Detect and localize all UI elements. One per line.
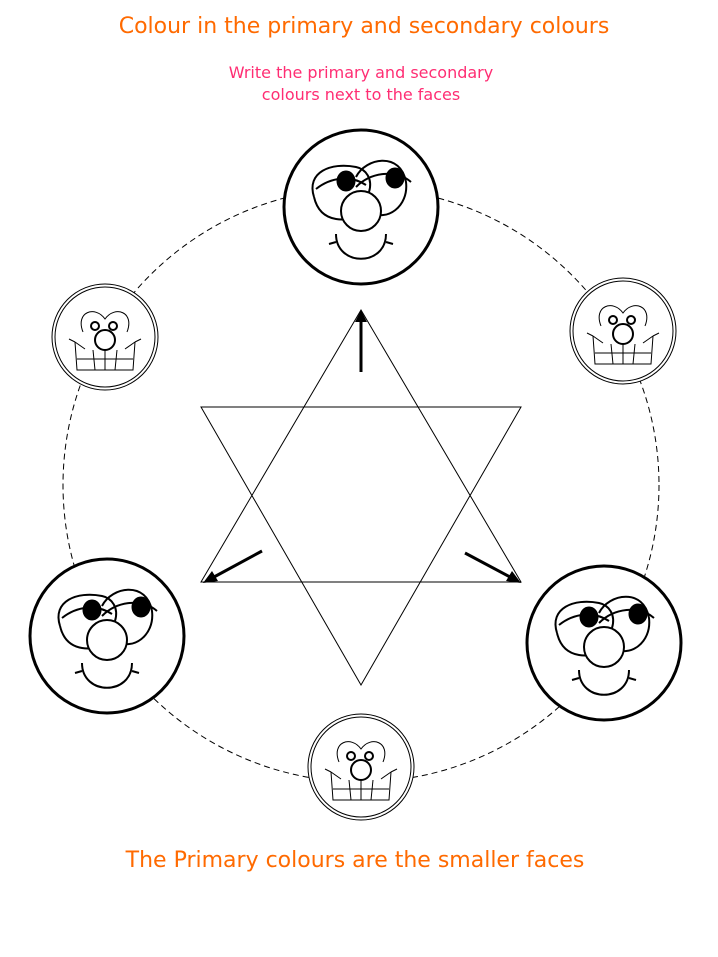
secondary-face-bottom-left — [28, 557, 186, 715]
arrow-left-head — [203, 571, 218, 583]
primary-face-bottom — [307, 713, 415, 821]
arrows — [203, 310, 521, 583]
secondary-face-top — [282, 128, 440, 286]
secondary-face-bottom-right — [525, 564, 683, 722]
instructions-line-2: colours next to the faces — [261, 85, 461, 104]
instructions: Write the primary and secondary colours … — [2, 62, 718, 106]
arrow-right — [464, 551, 511, 579]
primary-face-right — [569, 277, 677, 385]
triangle-down — [200, 406, 522, 687]
footer-note: The Primary colours are the smaller face… — [125, 848, 585, 873]
arrow-left — [213, 549, 263, 579]
worksheet-title: Colour in the primary and secondary colo… — [118, 14, 610, 39]
triangle-up — [200, 309, 522, 583]
primary-face-left — [51, 283, 159, 391]
arrow-right-head — [506, 571, 521, 583]
instructions-line-1: Write the primary and secondary — [228, 63, 494, 82]
arrow-up-head — [355, 310, 367, 322]
